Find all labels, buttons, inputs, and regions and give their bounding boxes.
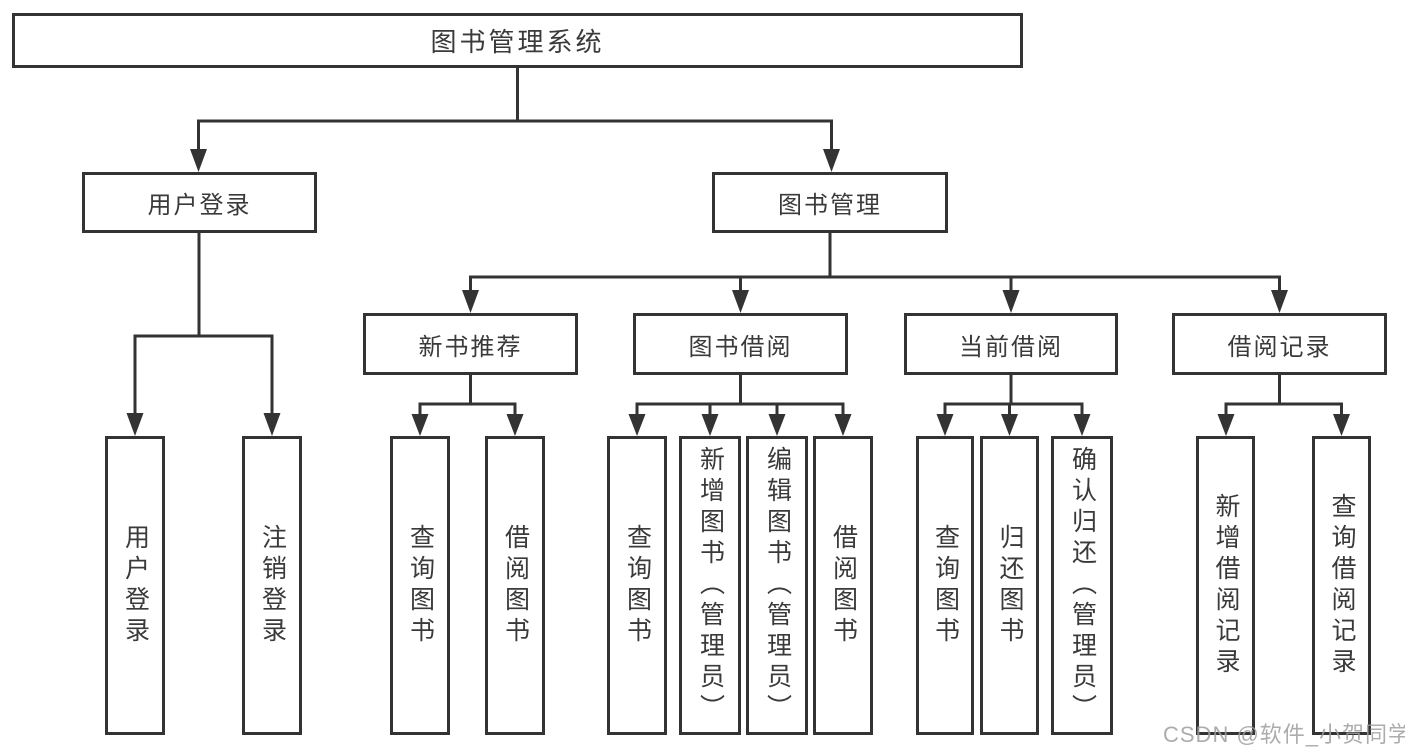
- leaf-return-books: 归还图书: [980, 436, 1039, 735]
- csdn-watermark: CSDN @软件_小贺同学: [1163, 722, 1405, 747]
- leaf-borrow-books: 借阅图书: [813, 436, 873, 735]
- leaf-user-login: 用户登录: [105, 436, 165, 735]
- leaf-query-books-current: 查询图书: [916, 436, 974, 735]
- node-book-management-branch: 图书管理: [712, 172, 948, 233]
- leaf-query-books-recommend: 查询图书: [390, 436, 450, 735]
- node-borrow-records: 借阅记录: [1172, 313, 1387, 375]
- leaf-logout: 注销登录: [242, 436, 302, 735]
- leaf-add-books-admin: 新增图书（管理员）: [679, 436, 741, 735]
- node-book-borrow: 图书借阅: [633, 313, 848, 375]
- node-user-login-branch: 用户登录: [82, 172, 317, 233]
- node-library-system-root: 图书管理系统: [12, 13, 1023, 68]
- leaf-query-books-borrow: 查询图书: [607, 436, 667, 735]
- leaf-add-borrow-record: 新增借阅记录: [1196, 436, 1255, 735]
- leaf-edit-books-admin: 编辑图书（管理员）: [746, 436, 808, 735]
- node-current-borrow: 当前借阅: [904, 313, 1118, 375]
- leaf-query-borrow-record: 查询借阅记录: [1312, 436, 1371, 735]
- node-new-book-recommend: 新书推荐: [363, 313, 578, 375]
- leaf-borrow-books-recommend: 借阅图书: [485, 436, 545, 735]
- leaf-confirm-return-admin: 确认归还（管理员）: [1051, 436, 1113, 735]
